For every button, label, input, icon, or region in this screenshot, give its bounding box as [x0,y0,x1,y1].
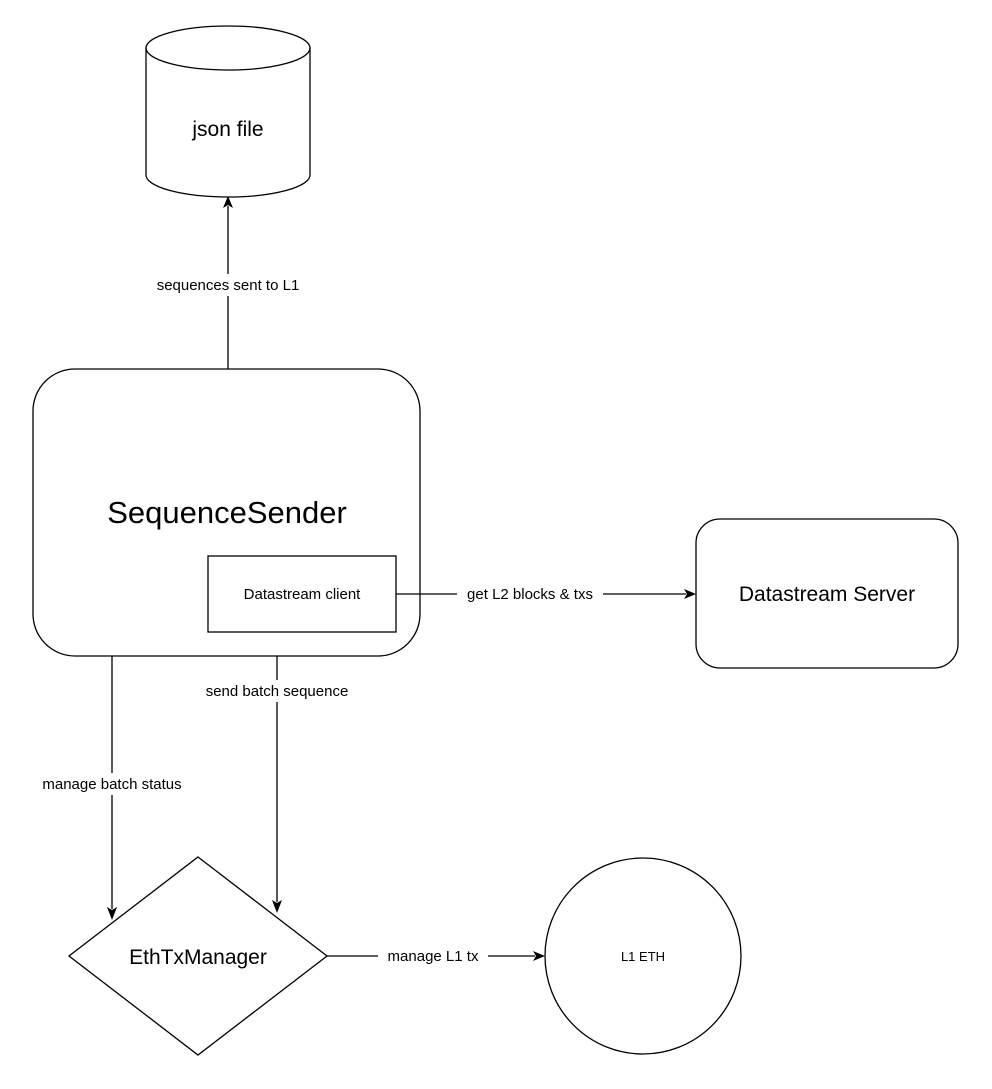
edge-manage-l1-tx-label: manage L1 tx [388,948,479,965]
l1-eth-label: L1 ETH [621,949,665,964]
eth-tx-manager-diamond [67,856,329,1056]
edge-send-batch-sequence: send batch sequence [190,656,364,913]
edge-get-l2-blocks-label-bg [457,583,603,605]
datastream-server-label: Datastream Server [739,583,915,606]
datastream-client-box [207,555,397,633]
datastream-client-node[interactable]: Datastream client [207,555,397,633]
datastream-server-box [695,518,959,669]
json-file-cylinder-rim [145,47,311,71]
arrowhead-icon [107,907,117,920]
arrowhead-icon [533,951,545,961]
datastream-client-label: Datastream client [244,586,362,603]
eth-tx-manager-label: EthTxManager [129,946,267,969]
arrowhead-icon [684,589,696,599]
edge-sequences-sent-label-bg [140,274,316,296]
eth-tx-manager-node[interactable]: EthTxManager [67,856,329,1056]
json-file-label: json file [191,118,263,141]
edge-manage-batch-status-label-bg [26,773,198,795]
json-file-cylinder-shape [145,25,311,198]
l1-eth-node[interactable]: L1 ETH [544,857,742,1055]
edge-get-l2-blocks-label: get L2 blocks & txs [467,586,593,603]
edge-manage-batch-status: manage batch status [26,656,198,920]
edge-sequences-sent-label: sequences sent to L1 [157,277,300,294]
edge-send-batch-sequence-label-bg [190,680,364,702]
edge-get-l2-blocks: get L2 blocks & txs [396,583,696,605]
edge-sequences-sent: sequences sent to L1 [140,196,316,369]
datastream-server-node[interactable]: Datastream Server [695,518,959,669]
edge-manage-l1-tx-label-bg [378,945,488,967]
sequence-sender-label: SequenceSender [107,495,347,530]
arrowhead-icon [223,196,233,208]
edge-manage-l1-tx: manage L1 tx [327,945,545,967]
edge-manage-batch-status-label: manage batch status [42,776,181,793]
arrowhead-icon [272,900,282,913]
edge-send-batch-sequence-label: send batch sequence [206,683,349,700]
json-file-node[interactable]: json file [145,25,311,198]
